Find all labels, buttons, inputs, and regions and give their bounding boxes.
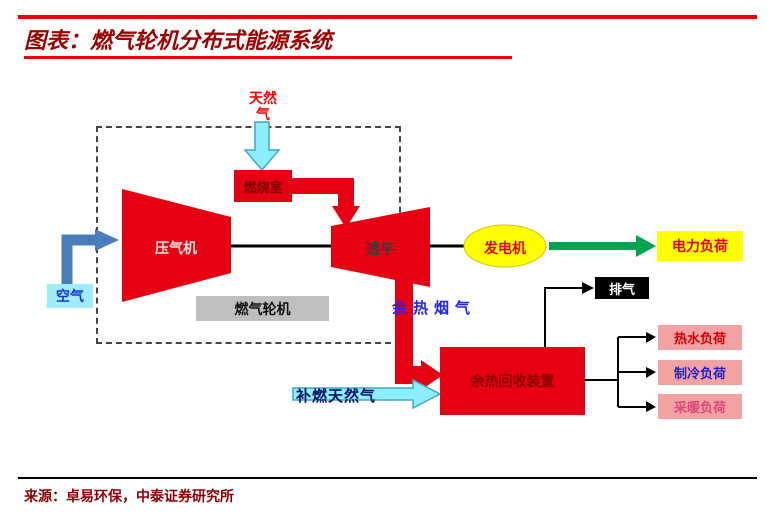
natural-gas-label: 天然气 — [249, 90, 277, 122]
generator-label: 发电机 — [484, 240, 526, 256]
turbine-to-recovery-arrowhead — [421, 360, 443, 390]
bottom-rule-line — [18, 477, 757, 479]
air-inlet-arrow — [61, 234, 97, 287]
exhaust-arrowhead — [582, 282, 594, 294]
heating-load-box: 采暖负荷 — [658, 394, 742, 419]
heating-arrowhead — [646, 401, 656, 412]
figure-title: 图表：燃气轮机分布式能源系统 — [24, 28, 333, 53]
air-label-box: 空气 — [47, 284, 93, 308]
hot-water-arrowhead — [646, 332, 656, 343]
turbine-shape — [331, 207, 430, 287]
cooling-arrowhead — [646, 367, 656, 378]
waste-heat-flue-gas-label: 余热烟气 — [392, 300, 477, 317]
top-rule-line — [18, 15, 757, 19]
gas-turbine-unit-box: 燃气轮机 — [196, 296, 329, 321]
waste-heat-recovery-box: 余热回收装置 — [440, 347, 585, 415]
hot-water-load-box: 热水负荷 — [658, 325, 742, 350]
supplementary-gas-arrow — [292, 378, 442, 410]
title-underline — [24, 56, 512, 59]
air-inlet-arrowhead — [95, 229, 119, 251]
power-load-box: 电力负荷 — [657, 231, 743, 261]
combustor-to-turbine-arrow — [292, 178, 354, 208]
combustor-box: 燃烧室 — [234, 170, 292, 202]
generator-to-powerload-arrowhead — [636, 235, 656, 257]
compressor-shape — [122, 189, 231, 302]
generator-ellipse — [463, 224, 547, 268]
exhaust-box: 排气 — [595, 277, 649, 299]
turbine-label: 透平 — [366, 241, 394, 257]
compressor-label: 压气机 — [155, 240, 197, 256]
load-branch-lines — [585, 336, 648, 408]
combustor-to-turbine-arrowhead — [332, 206, 360, 228]
source-attribution: 来源：卓易环保，中泰证券研究所 — [24, 490, 234, 505]
turbine-to-recovery-arrow — [395, 280, 424, 384]
cooling-load-box: 制冷负荷 — [658, 360, 742, 385]
supplementary-gas-label: 补燃天然气 — [296, 388, 377, 405]
exhaust-line — [544, 287, 584, 347]
natural-gas-down-arrow — [243, 121, 281, 172]
